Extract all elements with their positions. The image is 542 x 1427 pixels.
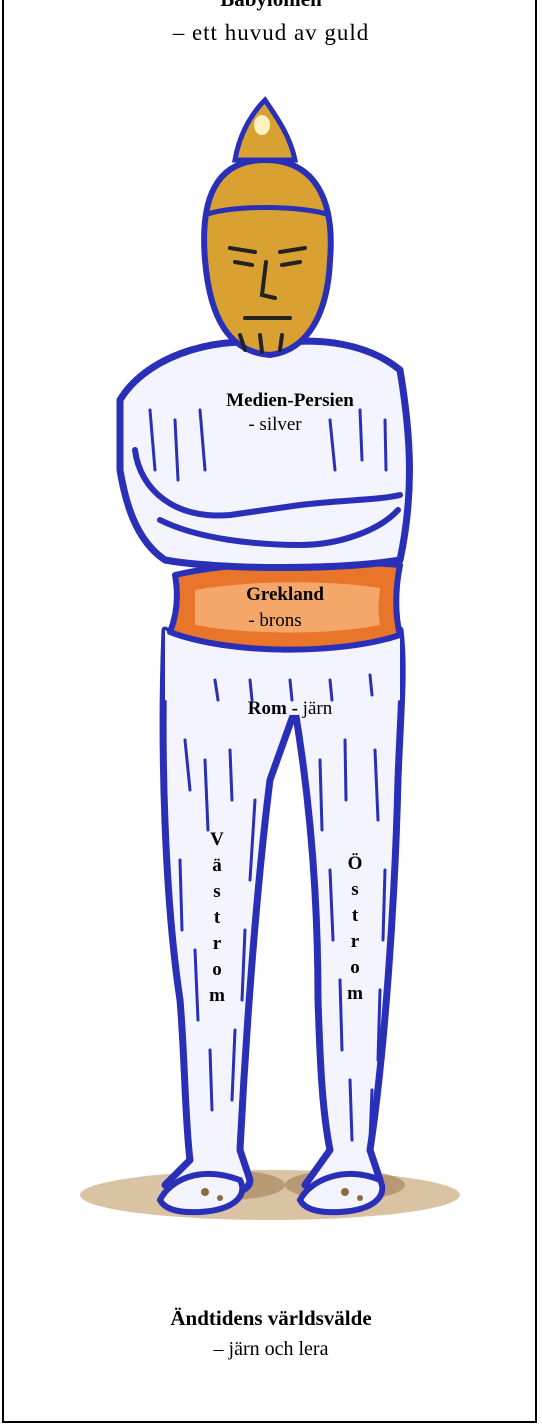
letter: Ö xyxy=(343,851,367,877)
left-leg-label: V ä s t r o m xyxy=(205,827,229,1009)
chest-subtitle: - silver xyxy=(200,414,350,436)
letter: s xyxy=(343,877,367,903)
legs-label: Rom - järn xyxy=(190,698,390,720)
belly-title: Grekland xyxy=(200,584,370,606)
letter: r xyxy=(205,931,229,957)
chest-title: Medien-Persien xyxy=(170,390,410,412)
letter: o xyxy=(343,955,367,981)
letter: r xyxy=(343,929,367,955)
letter: t xyxy=(205,905,229,931)
legs-subtitle: järn xyxy=(303,698,333,719)
letter: o xyxy=(205,957,229,983)
right-leg-label: Ö s t r o m xyxy=(343,851,367,1007)
letter: t xyxy=(343,903,367,929)
letter: m xyxy=(205,983,229,1009)
letter: s xyxy=(205,879,229,905)
top-subtitle: – ett huvud av guld xyxy=(0,20,542,46)
bottom-subtitle: – järn och lera xyxy=(0,1338,542,1361)
top-title: Babylonien xyxy=(0,0,542,12)
letter: ä xyxy=(205,853,229,879)
letter: V xyxy=(205,827,229,853)
golden-head xyxy=(204,160,331,355)
legs-title: Rom - xyxy=(248,698,298,719)
letter: m xyxy=(343,981,367,1007)
belly-subtitle: - brons xyxy=(200,610,350,632)
bottom-title: Ändtidens världsvälde xyxy=(0,1306,542,1331)
